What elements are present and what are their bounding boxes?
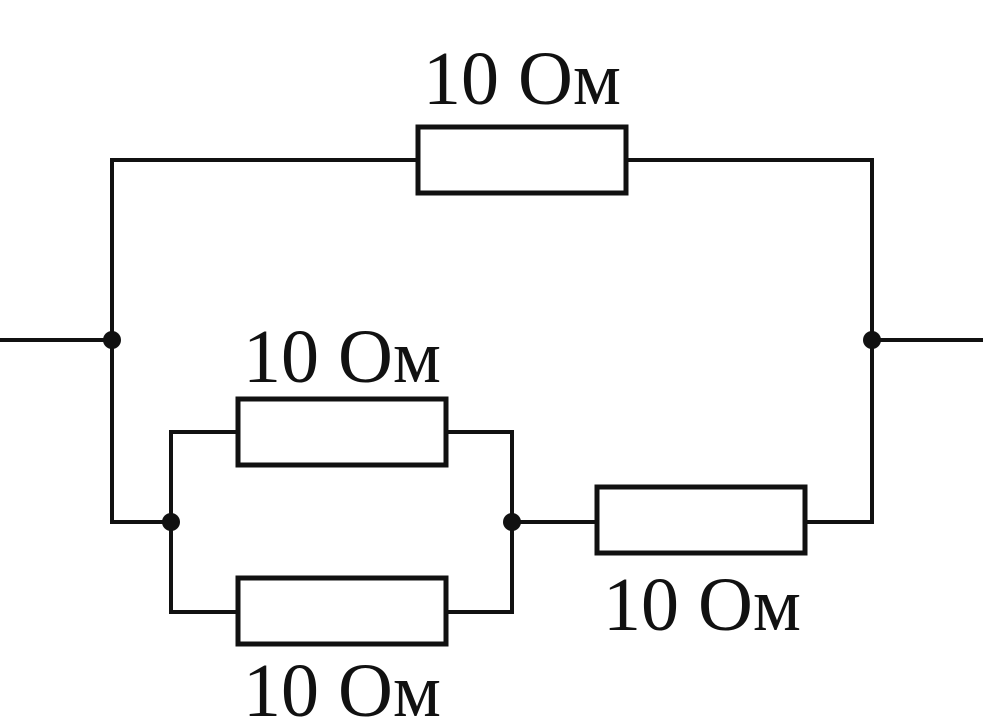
parallel-upper-resistor-label: 10 Ом bbox=[243, 315, 441, 399]
bottom-branch-left-wire bbox=[110, 338, 173, 524]
top-branch-right-wire bbox=[624, 158, 874, 342]
series-right-resistor bbox=[594, 484, 808, 556]
series-right-resistor-label: 10 Ом bbox=[603, 563, 801, 647]
junction-dot-parallel-right bbox=[503, 513, 521, 531]
top-resistor-label: 10 Ом bbox=[423, 37, 621, 121]
top-resistor bbox=[415, 124, 629, 196]
parallel-right-rail-wire bbox=[444, 430, 514, 614]
top-branch-left-wire bbox=[110, 158, 420, 342]
junction-dot-input bbox=[103, 331, 121, 349]
parallel-left-rail-wire bbox=[169, 430, 240, 614]
parallel-lower-resistor bbox=[235, 575, 449, 647]
junction-dot-parallel-left bbox=[162, 513, 180, 531]
parallel-upper-resistor bbox=[235, 396, 449, 468]
parallel-lower-resistor-label: 10 Ом bbox=[243, 649, 441, 720]
series-right-wire bbox=[803, 338, 874, 524]
junction-dot-output bbox=[863, 331, 881, 349]
